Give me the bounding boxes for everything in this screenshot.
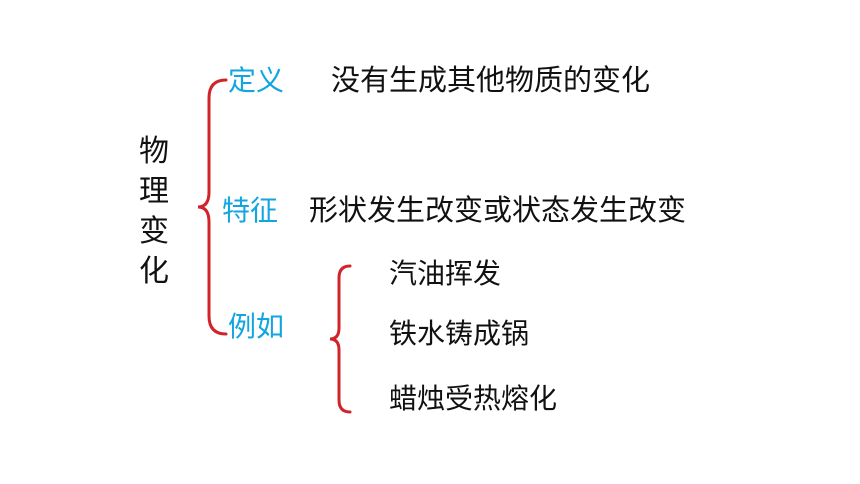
title-char: 物 xyxy=(139,134,169,169)
title-char: 变 xyxy=(139,214,169,249)
example-item: 蜡烛受热熔化 xyxy=(389,382,558,415)
examples-brace xyxy=(329,264,352,414)
title-char: 理 xyxy=(139,174,169,209)
title-char: 化 xyxy=(139,254,169,289)
feature-text: 形状发生改变或状态发生改变 xyxy=(309,193,687,227)
definition-label: 定义 xyxy=(228,64,285,97)
examples-label: 例如 xyxy=(228,310,285,343)
definition-text: 没有生成其他物质的变化 xyxy=(331,63,651,97)
example-item: 铁水铸成锅 xyxy=(389,317,530,350)
example-item: 汽油挥发 xyxy=(389,257,502,290)
main-brace xyxy=(197,78,228,336)
feature-label: 特征 xyxy=(222,194,279,227)
vertical-title: 物 理 变 化 xyxy=(134,132,174,292)
